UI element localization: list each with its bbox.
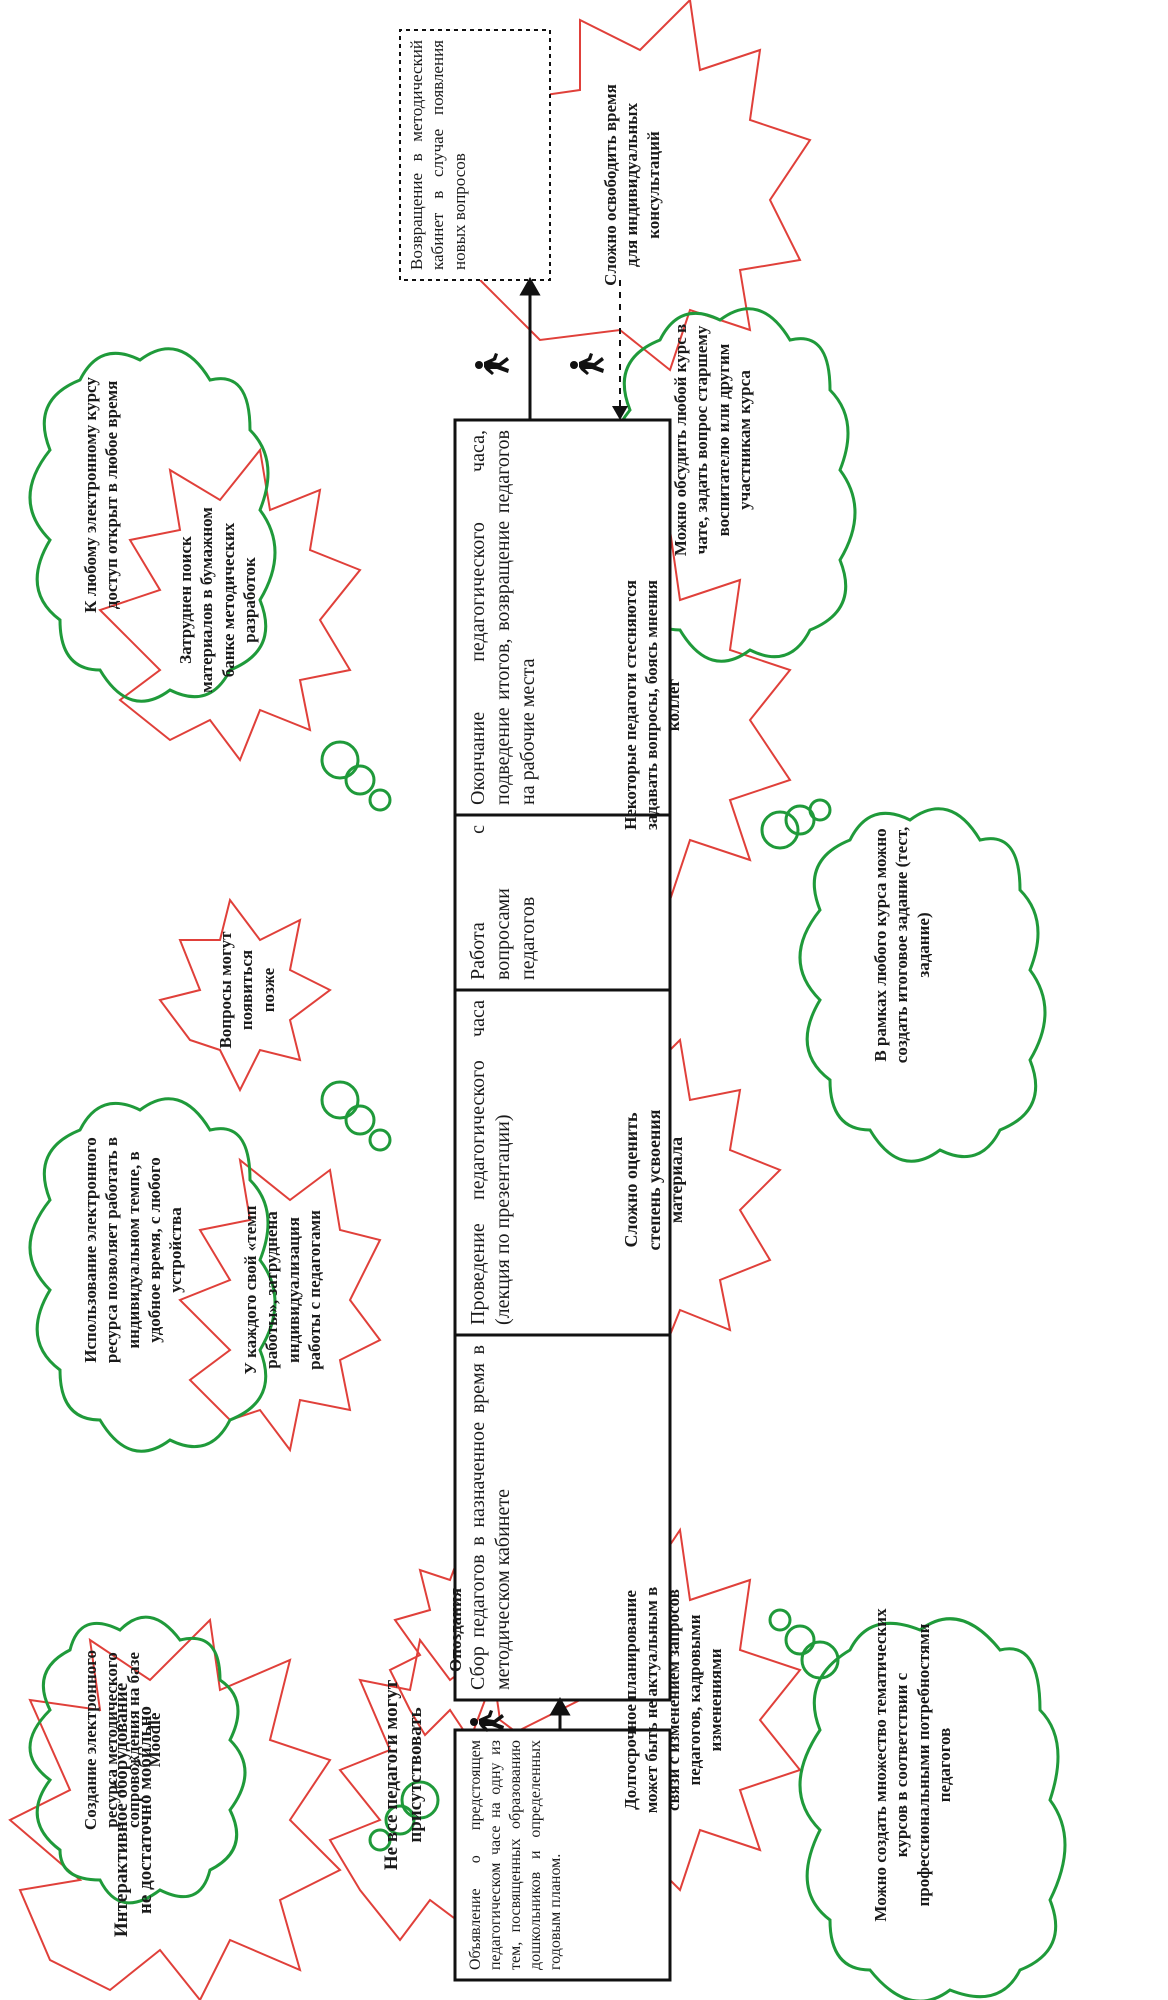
problem-10: Сложно освободить время для индивидуальн… [601, 84, 663, 286]
solution-cloud [28, 1097, 277, 1453]
solution-cloud [608, 307, 857, 663]
process-box-1 [453, 1728, 672, 1982]
solution-cloud [28, 347, 277, 703]
problem-3: Опоздания [446, 1588, 465, 1672]
process-box-group [453, 418, 672, 1702]
process-step-4: Работа с вопросами педагогов [467, 825, 539, 980]
walking-person-icon [570, 353, 604, 375]
problem-star [158, 897, 332, 1093]
solution-6: Можно обсудить любой курс в чате, задать… [671, 323, 754, 557]
problem-star [178, 1157, 382, 1453]
problem-7: Долгосрочное планирование может быть не … [621, 1586, 725, 1814]
problem-2: Не все педагоги могут присутствовать [381, 1679, 426, 1871]
problem-9: Некоторые педагоги стесняются задавать в… [621, 579, 683, 831]
solution-4: Можно создать множество тематических кур… [871, 1608, 954, 1922]
solution-2: Использование электронного ресурса позво… [81, 1136, 185, 1364]
solution-5: В рамках любого курса можно создать итог… [871, 826, 933, 1064]
process-step-6: Возвращение в методический кабинет в слу… [407, 40, 469, 270]
walking-person-icon [470, 1710, 504, 1732]
problem-4: У каждого свой «темп работы», затруднена… [241, 1205, 324, 1375]
solution-3: К любому электронному курсу доступ откры… [81, 377, 122, 613]
problem-star [98, 447, 362, 763]
solution-cloud [28, 1615, 247, 1905]
problem-6: Затруднен поиск материалов в бумажном ба… [176, 507, 259, 693]
problem-star [8, 1617, 342, 2000]
walking-person-icon [475, 353, 509, 375]
process-box-return [399, 29, 551, 281]
solution-cloud [798, 807, 1047, 1163]
solution-cloud [798, 1617, 1067, 2000]
problem-5: Вопросы могут появиться позже [216, 931, 278, 1049]
problem-8: Сложно оценить степень усвоения материал… [621, 1109, 686, 1251]
solution-1: Создание электронного ресурса методическ… [81, 1649, 164, 1831]
